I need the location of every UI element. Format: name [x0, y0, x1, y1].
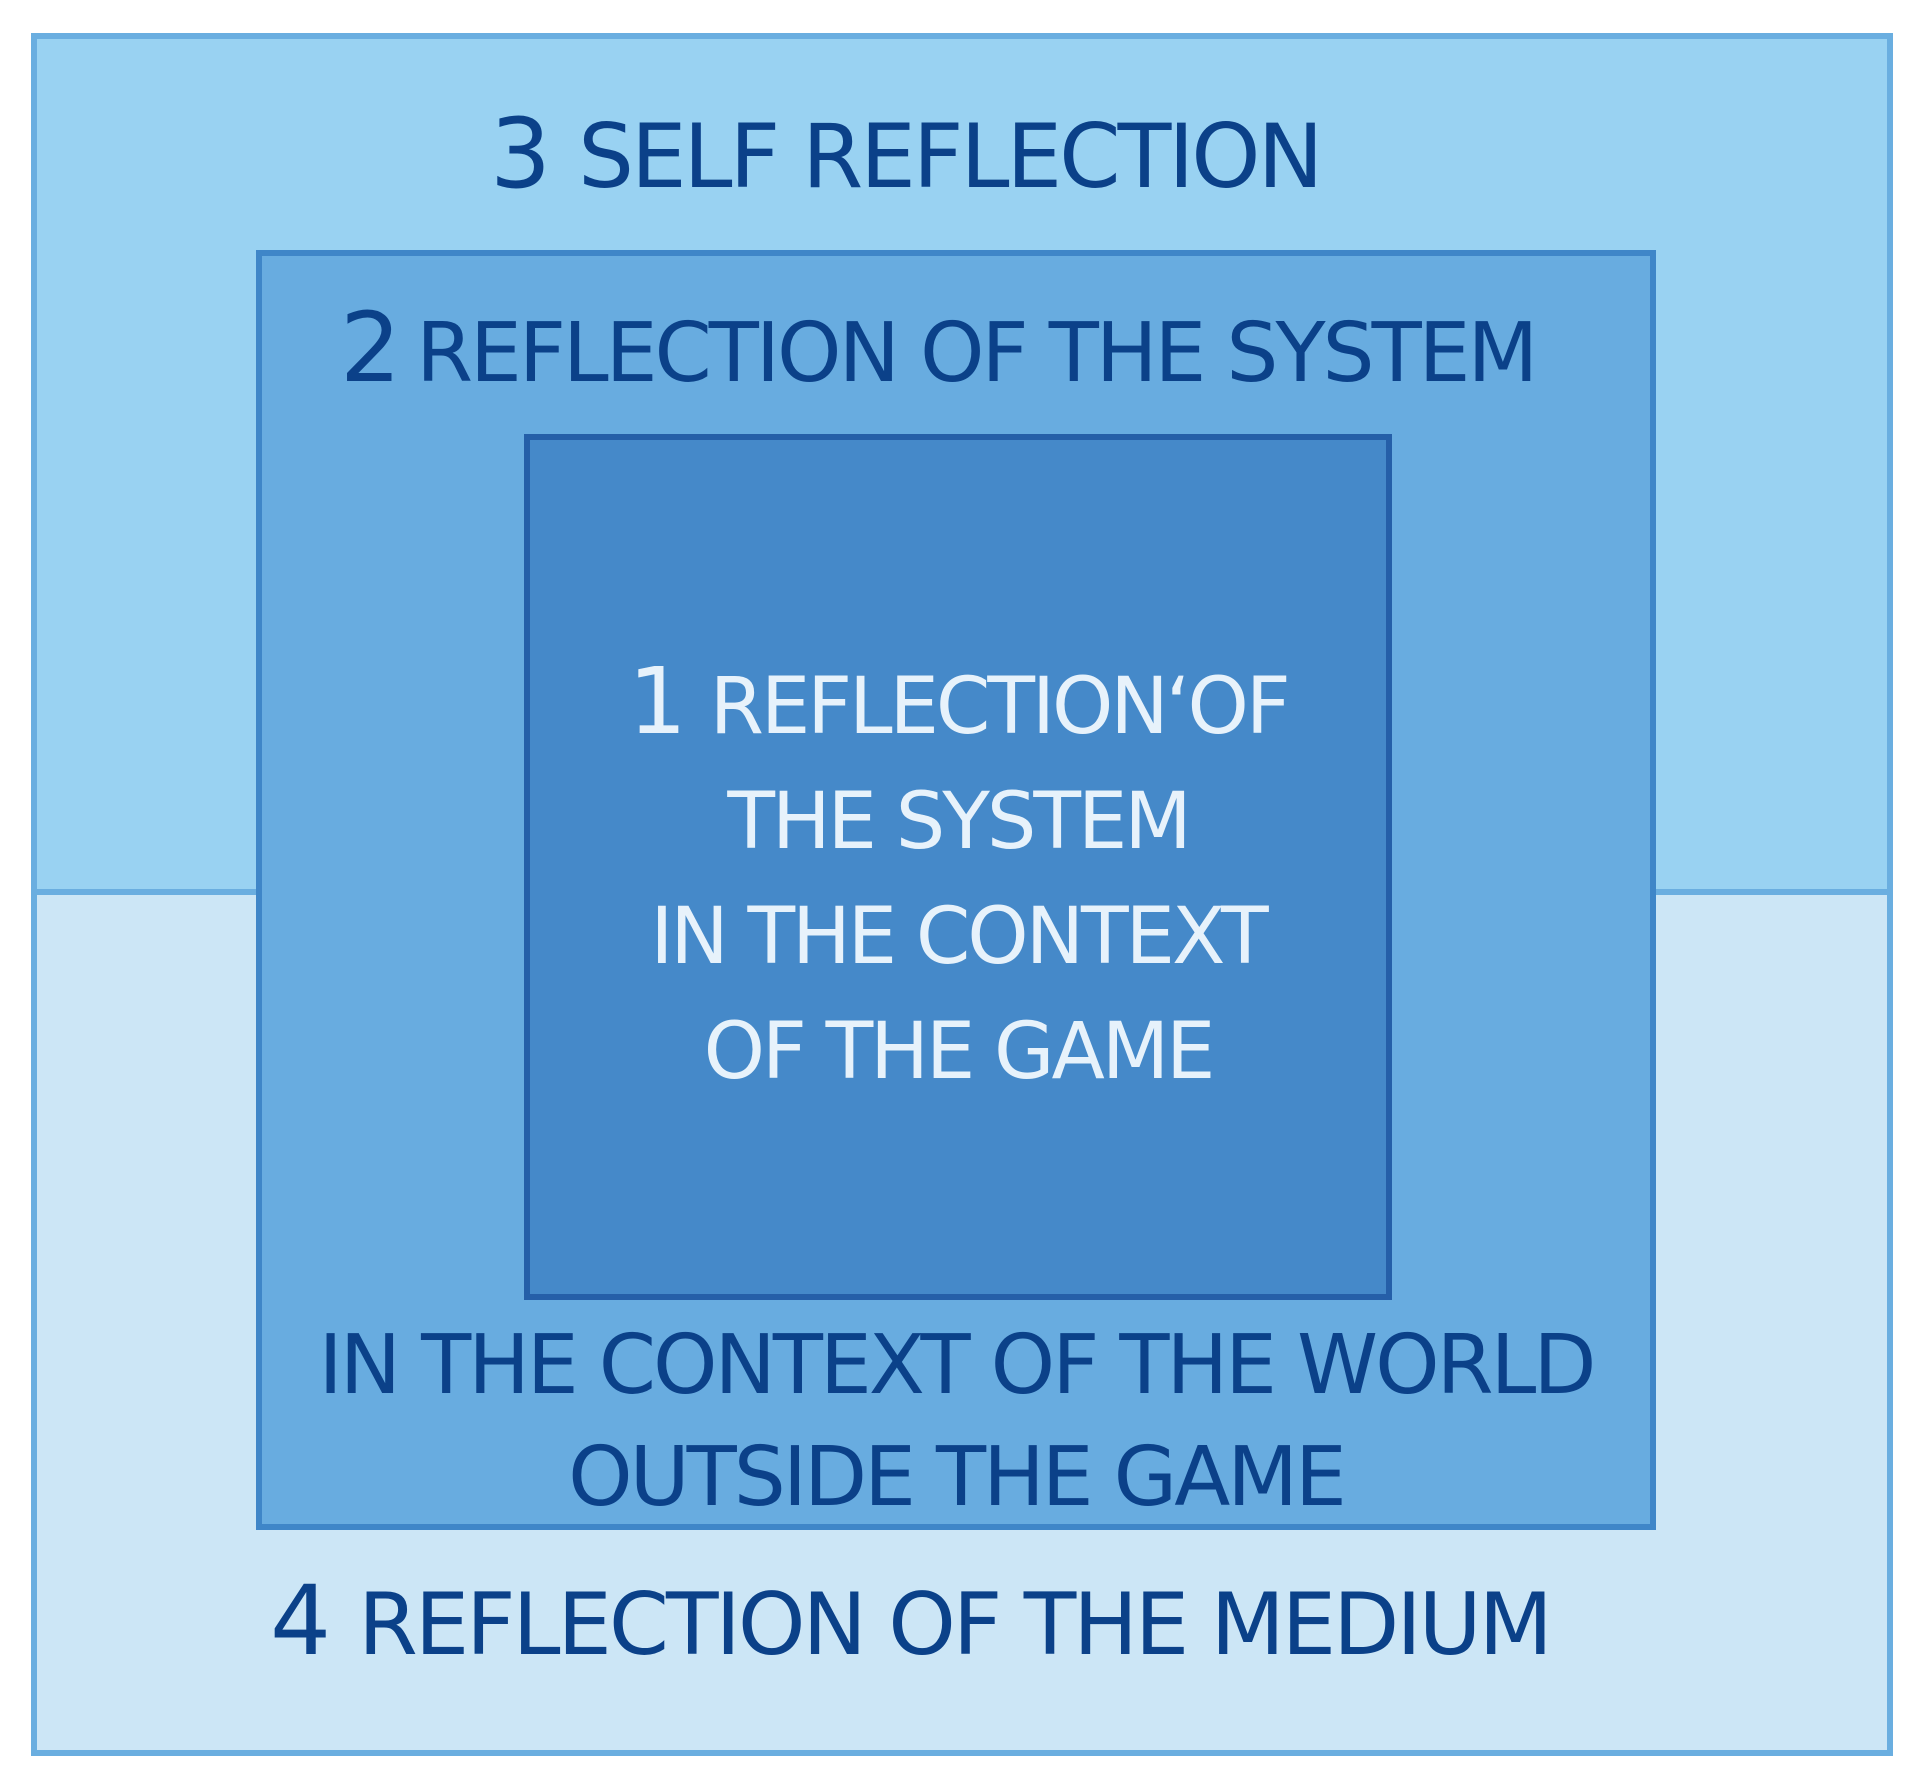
world-context-label: IN THE CONTEXT OF THE WORLD OUTSIDE THE …: [256, 1310, 1656, 1534]
level-1-line-1-text: REFLECTION‘OF: [709, 662, 1291, 752]
level-1-line-2: THE SYSTEM: [727, 777, 1191, 867]
level-1-line-4: OF THE GAME: [703, 1007, 1216, 1097]
level-4-title: REFLECTION OF THE MEDIUM: [358, 1575, 1553, 1675]
game-context-box: [524, 434, 1392, 1300]
level-2-number: 2: [340, 292, 401, 404]
level-1-line-3: IN THE CONTEXT: [650, 892, 1268, 982]
level-1-number: 1: [628, 648, 687, 755]
level-3-title: SELF REFLECTION: [578, 105, 1323, 208]
level-3-label: 3 SELF REFLECTION: [490, 98, 1323, 210]
level-2-title: REFLECTION OF THE SYSTEM: [416, 306, 1538, 401]
world-context-line-2: OUTSIDE THE GAME: [568, 1430, 1347, 1525]
level-4-number: 4: [270, 1565, 331, 1677]
level-3-number: 3: [490, 98, 551, 210]
world-context-line-1: IN THE CONTEXT OF THE WORLD: [318, 1318, 1597, 1413]
level-4-label: 4 REFLECTION OF THE MEDIUM: [270, 1565, 1553, 1677]
